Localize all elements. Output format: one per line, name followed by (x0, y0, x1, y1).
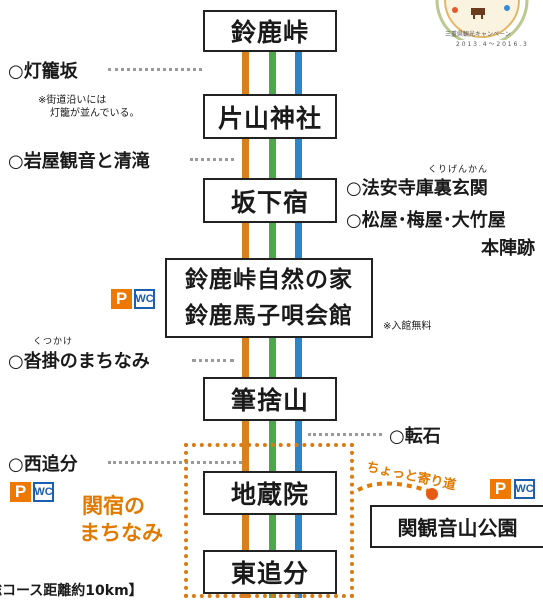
spot-korobiishi: ○転石 (389, 426, 441, 447)
course-distance: 総コース距離約10km】 (0, 583, 143, 599)
connector-nishioiwake (108, 461, 242, 464)
station-jizoin[interactable]: 地蔵院 (203, 471, 337, 515)
spot-iwaya: ○岩屋観音と清滝 (8, 151, 150, 172)
connector-kutsukake (192, 359, 234, 362)
campaign-dates: 2 0 1 3 . 4 ～ 2 0 1 6 . 3 (456, 41, 527, 48)
campaign-title: 三重県観光キャンペーン (445, 31, 511, 38)
sekijuku-area-frame (184, 443, 354, 598)
connector-iwaya (190, 158, 234, 161)
connector-torokazaka (108, 68, 202, 71)
toilet-badge-park: WC (514, 479, 535, 499)
station-shizen-no-ie[interactable]: 鈴鹿峠自然の家 鈴鹿馬子唄会館 (165, 258, 373, 338)
spot-kutsukake: ○沓掛のまちなみ (8, 351, 150, 372)
torokazaka-note-2: 灯籠が並んでいる。 (50, 108, 140, 119)
hoanji-furigana: くりげんかん (428, 165, 489, 175)
torokazaka-note-1: ※街道沿いには (38, 95, 107, 106)
station-suzukatoge[interactable]: 鈴鹿峠 (203, 10, 337, 52)
spot-hoanji: ○法安寺庫裏玄関 (346, 178, 488, 199)
park-kannonyama[interactable]: 関観音山公園 (370, 505, 543, 548)
station-sakanoshita[interactable]: 坂下宿 (203, 178, 337, 223)
spot-matsuya: ○松屋･梅屋･大竹屋 (346, 210, 506, 231)
kutsukake-furigana: くつかけ (33, 337, 74, 347)
toilet-badge-shizen: WC (134, 289, 155, 309)
parking-badge-shizen: P (111, 289, 132, 309)
station-shizen-line2: 鈴鹿馬子唄会館 (185, 303, 353, 329)
spot-nishioiwake: ○西追分 (8, 454, 78, 475)
campaign-logo (435, 0, 529, 40)
toilet-badge-sekijuku: WC (33, 482, 54, 502)
station-katayama[interactable]: 片山神社 (203, 94, 337, 139)
station-fudesute[interactable]: 筆捨山 (203, 377, 337, 421)
spot-honjin: 本陣跡 (481, 238, 535, 259)
detour-path (357, 481, 438, 500)
sekijuku-label-line1: 関宿の (82, 494, 145, 518)
spot-torokazaka: ○灯籠坂 (8, 61, 78, 82)
connector-korobiishi (308, 433, 382, 436)
admission-note: ※入館無料 (383, 321, 432, 332)
station-shizen-line1: 鈴鹿峠自然の家 (185, 267, 353, 293)
parking-badge-sekijuku: P (10, 482, 31, 502)
parking-badge-park: P (490, 479, 511, 499)
station-higashioiwake[interactable]: 東追分 (203, 550, 337, 594)
sekijuku-label-line2: まちなみ (79, 521, 163, 545)
